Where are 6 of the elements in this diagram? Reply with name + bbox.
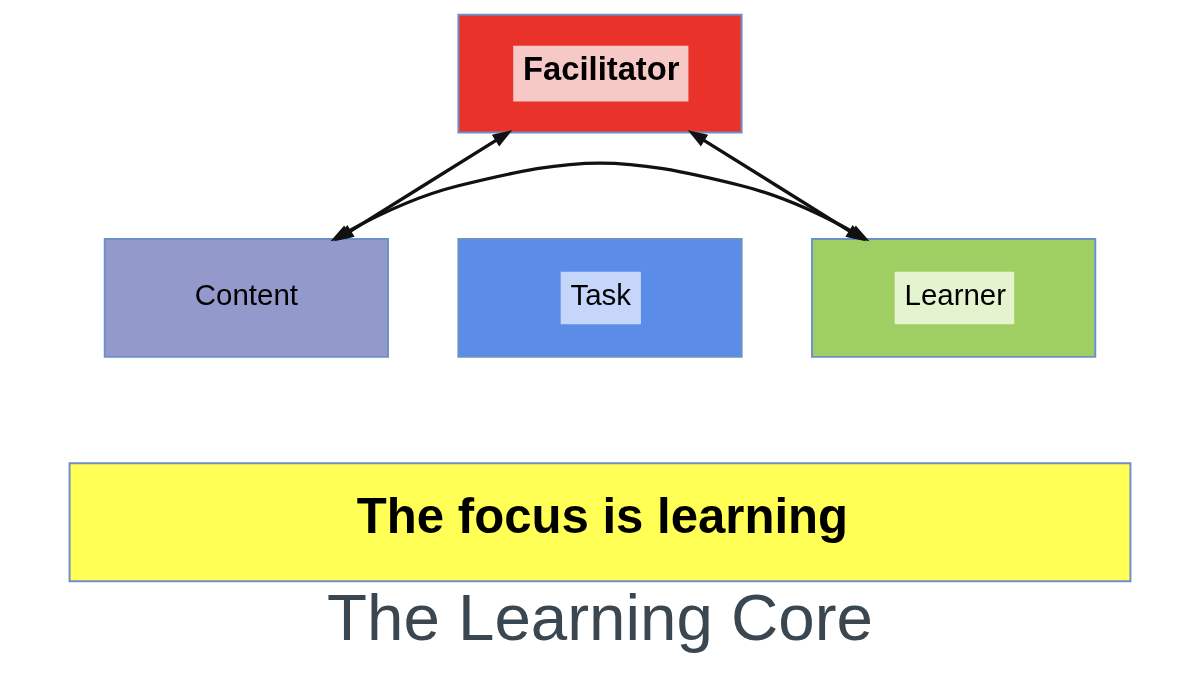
node-box: Content	[103, 238, 389, 358]
node-box: Facilitator	[457, 13, 743, 134]
node-box: Task	[457, 238, 743, 358]
node-box: Learner	[811, 238, 1097, 358]
caption: The Learning Core	[327, 581, 873, 655]
node-box: The focus is learning	[68, 462, 1132, 583]
